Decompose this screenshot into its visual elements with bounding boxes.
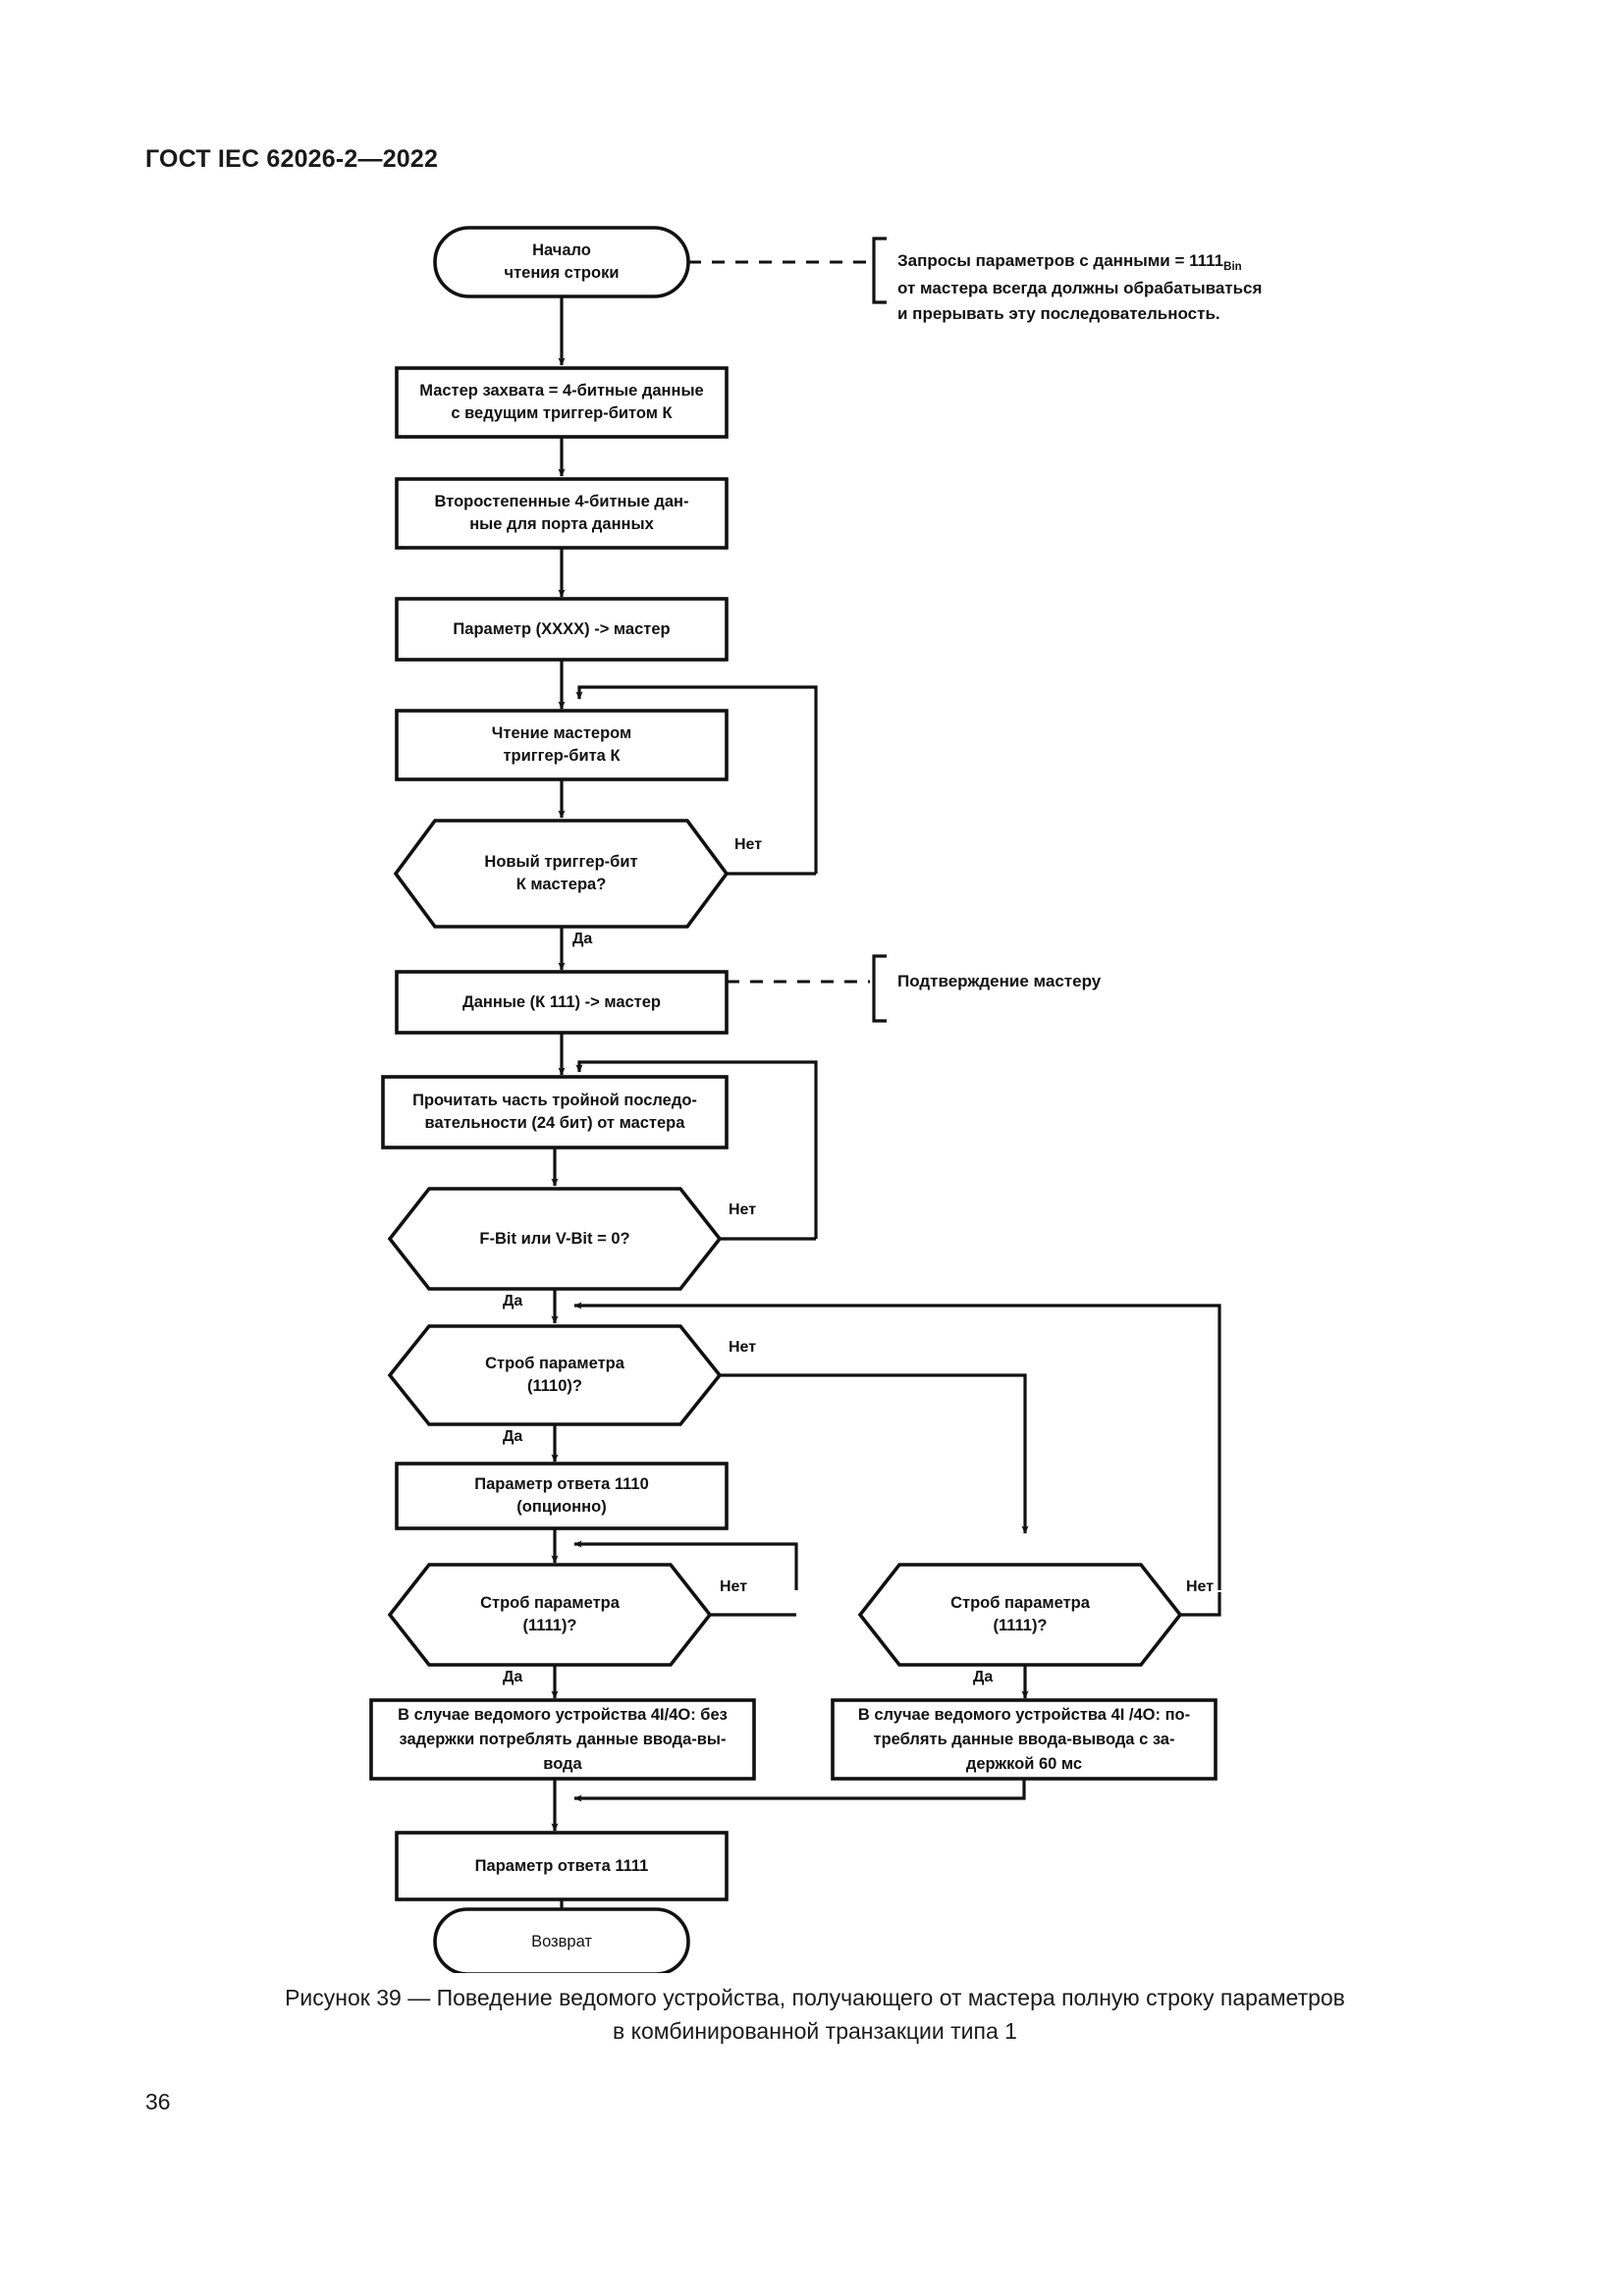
page-number: 36 (145, 2089, 171, 2114)
node-param-answer-1111-shape (395, 1831, 729, 1901)
node-return-shape (433, 1907, 690, 1973)
edge-label-yes-strobe-1111-right: Да (973, 1669, 994, 1685)
edge-label-no-fbit: Нет (729, 1201, 757, 1218)
flowchart-figure-39: Начало чтения строки Мастер захвата = 4-… (369, 226, 1408, 1973)
edge-label-yes-strobe-1110: Да (503, 1428, 523, 1445)
node-decision-strobe-1111-right-shape (857, 1563, 1183, 1667)
edge-no-new-trigger-feedback (575, 685, 818, 874)
edge-label-no-strobe-1111-left: Нет (720, 1578, 748, 1595)
node-start-shape (433, 226, 690, 298)
edge-label-no-strobe-1111-right: Нет (1186, 1578, 1215, 1595)
flowchart-svg (369, 226, 1221, 1973)
node-master-read-trigger-shape (395, 709, 729, 781)
note-start-annotation: Запросы параметров с данными = 1111Bin о… (897, 248, 1408, 327)
node-read-triple-shape (381, 1075, 729, 1149)
note-bracket-start (872, 237, 887, 304)
node-param-answer-1110-shape (395, 1462, 729, 1530)
node-decision-strobe-1111-left-shape (387, 1563, 713, 1667)
note-start-subscript: Bin (1223, 261, 1242, 273)
node-data-k111-shape (395, 970, 729, 1035)
edge-no-fbit-feedback (575, 1060, 818, 1239)
edge-label-yes-strobe-1111-left: Да (503, 1669, 523, 1685)
node-slave-4i4o-nodelay-shape (369, 1698, 756, 1781)
node-slave-4i4o-delay-shape (831, 1698, 1218, 1781)
edge-label-yes-fbit: Да (503, 1293, 523, 1309)
document-header: ГОСТ IEC 62026-2—2022 (145, 145, 439, 173)
figure-caption: Рисунок 39 — Поведение ведомого устройст… (177, 1981, 1453, 2048)
edge-no-strobe-1110 (720, 1373, 1029, 1534)
node-param-xxxx-shape (395, 597, 729, 662)
node-secondary-data-shape (395, 477, 729, 550)
edge-label-yes-new-trigger: Да (572, 931, 593, 947)
node-capture-master-shape (395, 366, 729, 439)
note-start-rest: от мастера всегда должны обрабатываться … (897, 279, 1263, 323)
node-decision-strobe-1110-shape (387, 1324, 723, 1426)
figure-caption-line-1: Рисунок 39 — Поведение ведомого устройст… (285, 1985, 1345, 2010)
edge-label-no-new-trigger: Нет (734, 836, 763, 853)
note-ack-annotation: Подтверждение мастеру (897, 972, 1102, 990)
node-decision-new-trigger-shape (393, 819, 730, 929)
edge-delay-box-merge (573, 1779, 1026, 1802)
node-decision-fbit-shape (387, 1187, 723, 1291)
note-bracket-ack (872, 954, 887, 1023)
edge-no-strobe-1111-right-return (573, 1302, 1221, 1590)
edge-label-no-strobe-1110: Нет (729, 1339, 757, 1356)
edge-no-strobe-1111-left-return (573, 1540, 798, 1590)
figure-caption-line-2: в комбинированной транзакции типа 1 (613, 2018, 1017, 2044)
edge-no-strobe-1111-right (1180, 1592, 1221, 1617)
note-start-prefix: Запросы параметров с данными = 1111 (897, 251, 1224, 270)
